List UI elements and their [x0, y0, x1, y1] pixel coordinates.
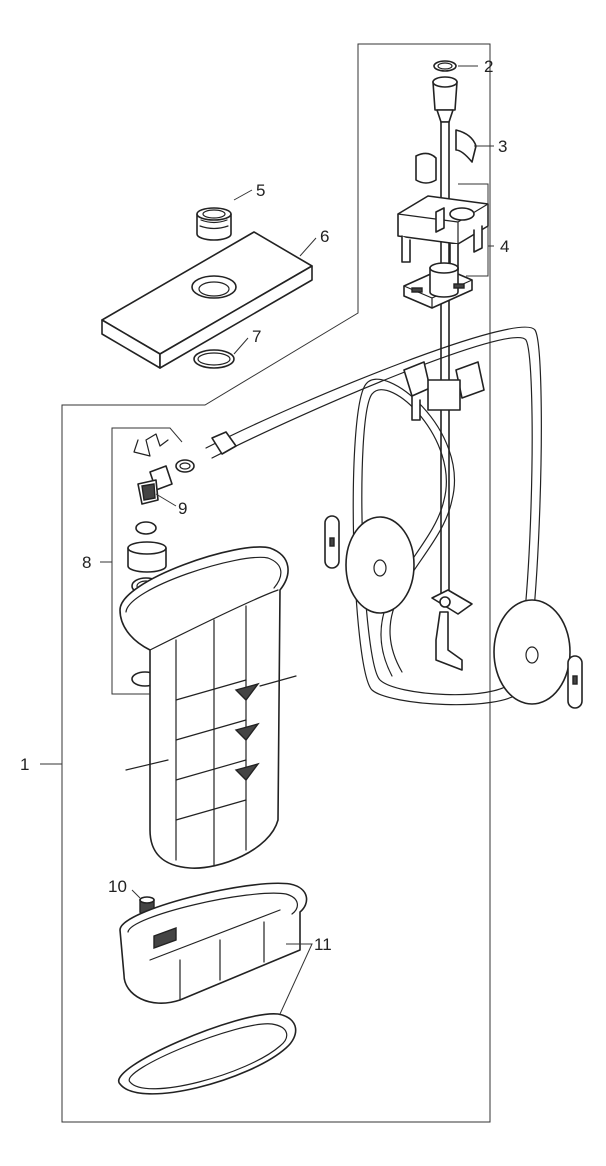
part-11-lower-box [119, 882, 308, 1004]
leader-lines [40, 65, 494, 1015]
part-2-seal-ring [433, 60, 457, 72]
rod-lower-clamp [431, 589, 473, 671]
part-4-bracket-assembly [397, 195, 489, 309]
hose-top-connector [432, 76, 458, 123]
callout-10: 10 [108, 877, 127, 896]
shower-hose-loop [205, 326, 542, 706]
callout-9: 9 [178, 499, 187, 518]
left-wheel [345, 516, 415, 614]
small-slider-left [324, 515, 340, 569]
part-6-cover-plate [101, 231, 313, 369]
callout-7: 7 [252, 327, 261, 346]
vertical-rod [440, 121, 450, 601]
callout-6: 6 [320, 227, 329, 246]
part-7-o-ring [193, 349, 235, 369]
right-wheel [493, 599, 571, 705]
callout-4: 4 [500, 237, 509, 256]
rod-middle-clamp [403, 361, 485, 421]
callout-3: 3 [498, 137, 507, 156]
callout-11: 11 [314, 935, 332, 954]
part-5-threaded-nut [196, 207, 232, 241]
callout-5: 5 [256, 181, 265, 200]
main-housing [119, 546, 297, 869]
callout-2: 2 [484, 57, 493, 76]
part-11-gasket [117, 1013, 297, 1095]
callout-8: 8 [82, 553, 91, 572]
small-slider-right [567, 655, 583, 709]
callout-1: 1 [20, 755, 29, 774]
part-3-clip [415, 129, 477, 184]
